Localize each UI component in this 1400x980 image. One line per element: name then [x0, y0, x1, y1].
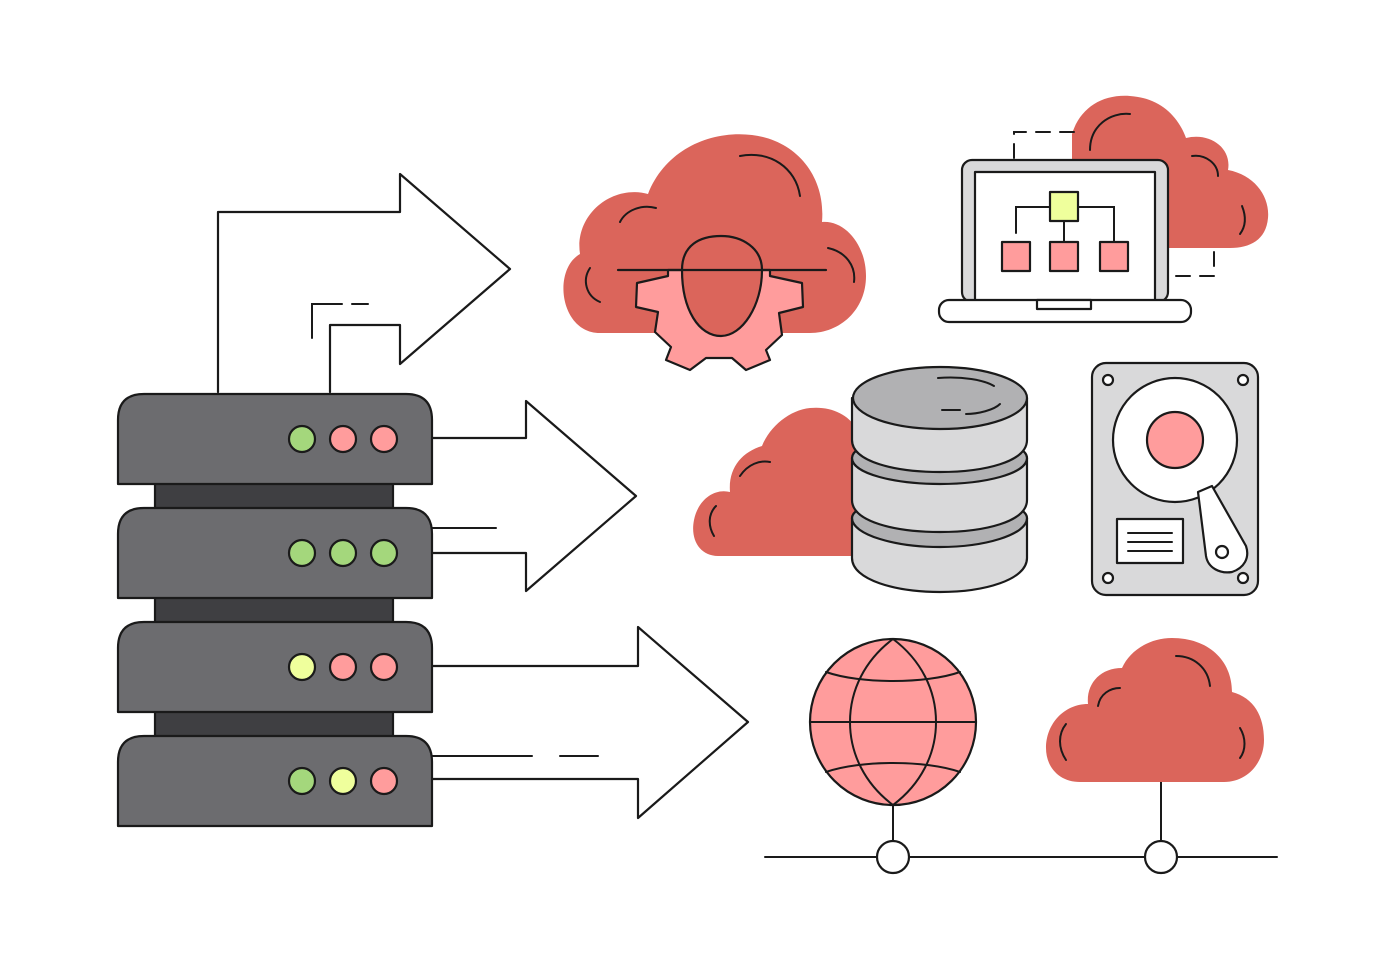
- cloud-gear-icon: [563, 134, 866, 372]
- arrow-middle-icon: [428, 399, 638, 593]
- server-led-icon: [369, 652, 399, 682]
- server-led-icon: [287, 766, 317, 796]
- server-led-icon: [328, 766, 358, 796]
- server-led-icon: [369, 766, 399, 796]
- network-line-icon: [764, 781, 1278, 875]
- arrow-top-icon: [216, 172, 512, 394]
- server-led-icon: [287, 652, 317, 682]
- server-led-icon: [369, 538, 399, 568]
- server-units: [116, 392, 434, 828]
- server-led-icon: [328, 538, 358, 568]
- server-unit: [116, 392, 434, 486]
- globe-icon: [808, 637, 978, 807]
- laptop-sitemap-icon: [937, 95, 1269, 324]
- hard-drive-icon: [1090, 361, 1260, 597]
- arrow-bottom-icon: [428, 625, 750, 820]
- server-unit: [116, 506, 434, 600]
- server-led-icon: [328, 652, 358, 682]
- server-led-icon: [369, 424, 399, 454]
- database-icon: [693, 365, 1029, 594]
- server-led-icon: [287, 538, 317, 568]
- cloud-network-icon: [1046, 638, 1264, 782]
- server-led-icon: [287, 424, 317, 454]
- server-unit: [116, 620, 434, 714]
- server-unit: [116, 734, 434, 828]
- server-led-icon: [328, 424, 358, 454]
